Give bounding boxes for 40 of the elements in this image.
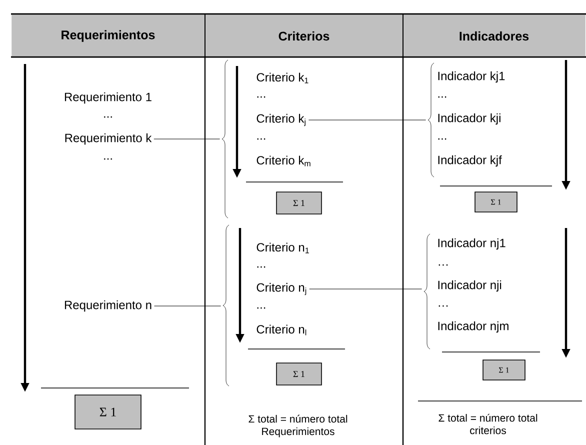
item-label: Indicador kji bbox=[438, 113, 500, 125]
ellipsis: ... bbox=[104, 116, 112, 118]
ellipsis: ... bbox=[257, 307, 266, 309]
item-label: Criterio k$_{m}$ bbox=[256, 156, 310, 166]
connector-line bbox=[309, 288, 422, 290]
requirement-label: Requerimiento n bbox=[64, 300, 152, 312]
node-label: Requerimientos bbox=[62, 30, 155, 42]
curly-brace bbox=[222, 224, 230, 386]
sum-box: Σ 1 bbox=[74, 394, 142, 430]
item-label: Indicador kjf bbox=[438, 155, 502, 167]
column-header: Criterios bbox=[204, 13, 404, 58]
ellipsis: ... bbox=[257, 138, 266, 140]
item-label: Indicador nji bbox=[438, 280, 502, 292]
sum-note: Σ total = número total criterios bbox=[438, 414, 538, 434]
sum-box: Σ 1 bbox=[276, 192, 322, 214]
column-header: Requerimientos bbox=[10, 13, 206, 58]
node-label: Criterios bbox=[278, 31, 330, 41]
item-label: Indicador nj1 bbox=[438, 238, 506, 250]
sum-box: Σ 1 bbox=[482, 360, 526, 380]
curly-brace bbox=[424, 234, 430, 350]
ellipsis: ... bbox=[257, 266, 266, 268]
sum-box: Σ 1 bbox=[276, 362, 322, 386]
sum-note: Σ total = número total Requerimientos bbox=[248, 414, 348, 438]
item-label: Criterio n$_{l}$ bbox=[256, 324, 306, 336]
item-label: Indicador kj1 bbox=[438, 71, 505, 83]
curly-brace bbox=[428, 62, 434, 178]
column-header: Indicadores bbox=[402, 13, 586, 58]
node-label: Indicadores bbox=[460, 31, 529, 41]
requirement-label: Requerimiento k bbox=[65, 133, 152, 145]
item-label: Criterio n$_{j}$ bbox=[256, 282, 306, 296]
item-label: Indicador njm bbox=[438, 321, 508, 333]
sum-box: Σ 1 bbox=[474, 192, 518, 212]
requirement-label: Requerimiento 1 bbox=[64, 92, 152, 104]
item-label: Criterio k$_{1}$ bbox=[256, 72, 308, 84]
item-label: Criterio n$_{1}$ bbox=[256, 242, 309, 254]
ellipsis: ... bbox=[257, 96, 266, 98]
item-label: Criterio k$_{j}$ bbox=[256, 114, 306, 126]
curly-brace bbox=[222, 60, 228, 218]
connector-line bbox=[154, 138, 220, 140]
ellipsis: ... bbox=[104, 158, 112, 160]
